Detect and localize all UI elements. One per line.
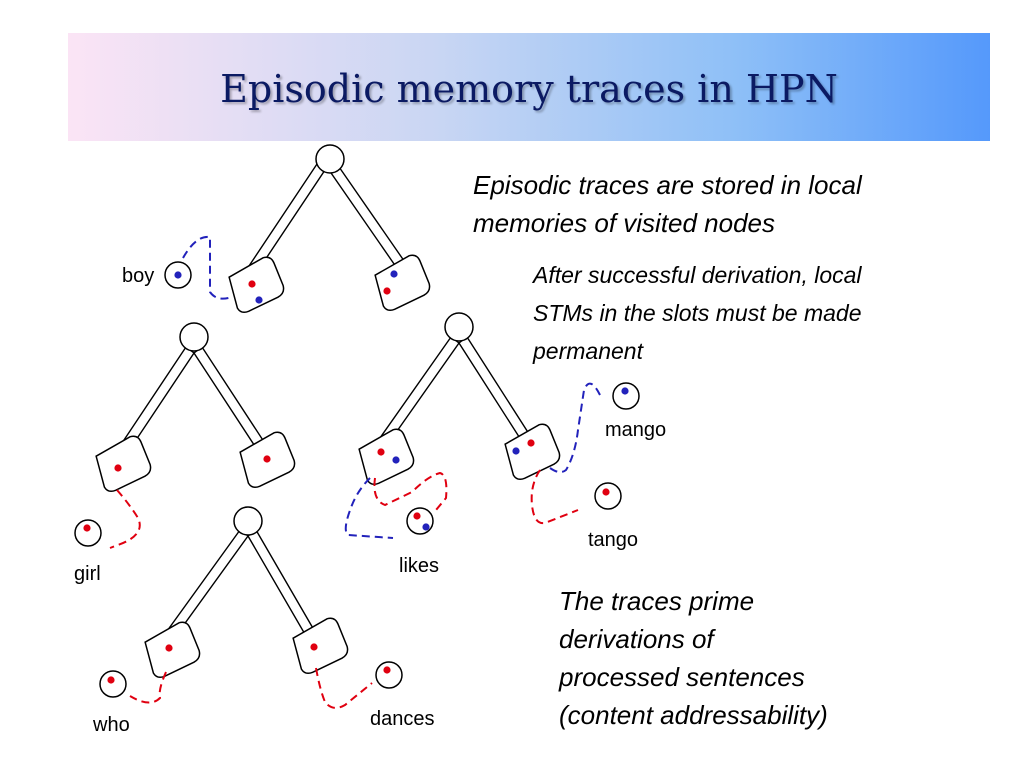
slide-title: Episodic memory traces in HPN <box>220 67 838 111</box>
label-girl: girl <box>74 563 101 585</box>
trace-girl <box>109 489 141 549</box>
tree-right <box>355 312 565 487</box>
tree-left <box>92 322 300 494</box>
tree-bottom-left-slot <box>141 618 205 680</box>
word-node-who <box>99 670 127 698</box>
label-mango: mango <box>605 419 666 441</box>
word-node-likes <box>406 507 434 535</box>
title-band: Episodic memory traces in HPN <box>68 33 990 141</box>
trace-boy <box>182 235 233 300</box>
tree-left-root-node <box>179 322 209 352</box>
tree-top-root-node <box>315 144 345 174</box>
trace-dances <box>315 667 373 709</box>
trace-likes-blue <box>344 477 394 539</box>
tree-bottom <box>141 506 353 680</box>
tree-right-left-slot <box>355 425 419 487</box>
note-traces-prime: The traces prime derivations of processe… <box>559 586 828 730</box>
trace-mango <box>549 382 601 474</box>
tree-right-root-node <box>444 312 474 342</box>
label-boy: boy <box>122 265 154 287</box>
label-who: who <box>92 714 130 736</box>
word-node-tango <box>594 482 622 510</box>
trace-who <box>129 671 167 704</box>
tree-top <box>225 144 435 315</box>
word-node-dances <box>375 661 403 689</box>
label-dances: dances <box>370 708 435 730</box>
word-node-girl <box>74 519 102 547</box>
tree-left-left-slot <box>92 432 156 494</box>
tree-right-right-slot <box>501 420 565 482</box>
note-traces-stored: Episodic traces are stored in local memo… <box>473 170 862 238</box>
tree-top-right-slot <box>371 251 435 313</box>
label-likes: likes <box>399 555 439 577</box>
trace-tango <box>530 469 579 525</box>
trace-likes-red <box>373 471 448 511</box>
note-after-derivation: After successful derivation, local STMs … <box>533 262 862 364</box>
tree-top-left-slot <box>225 253 289 315</box>
label-tango: tango <box>588 529 638 551</box>
tree-bottom-root-node <box>233 506 263 536</box>
word-node-mango <box>612 382 640 410</box>
